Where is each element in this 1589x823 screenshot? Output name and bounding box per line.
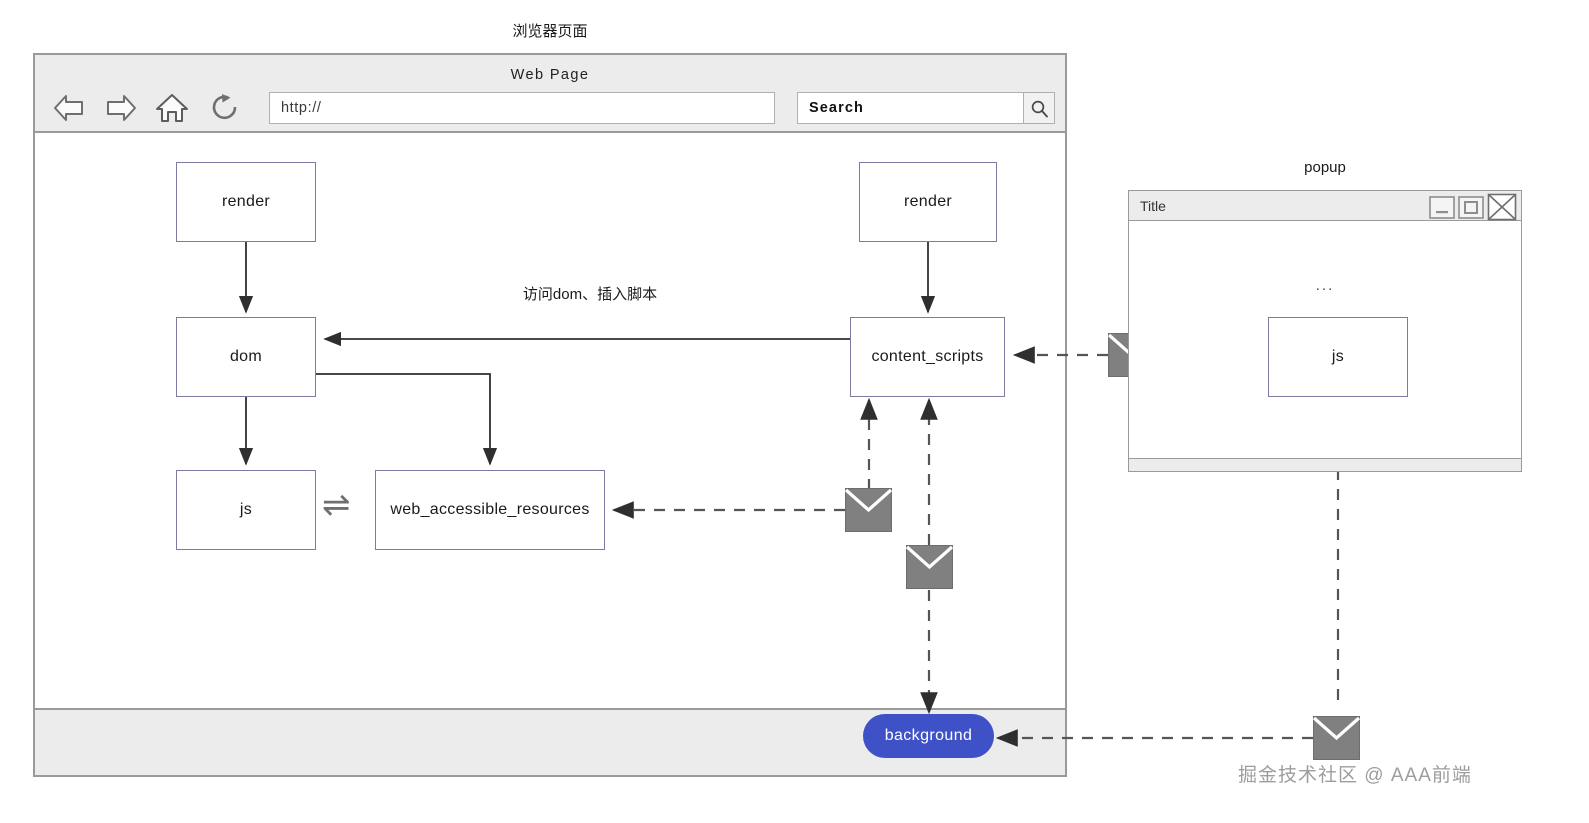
search-value: Search xyxy=(809,100,864,116)
url-value: http:// xyxy=(281,100,322,116)
popup-titlebar: Title xyxy=(1129,191,1521,221)
message-envelope-icon[interactable] xyxy=(1312,716,1361,760)
popup-caption: popup xyxy=(1304,159,1346,176)
maximize-icon[interactable] xyxy=(1458,195,1484,224)
message-envelope-icon[interactable] xyxy=(905,545,954,589)
close-icon[interactable] xyxy=(1487,193,1517,226)
node-popup-js[interactable]: js xyxy=(1268,317,1408,397)
search-input[interactable]: Search xyxy=(797,92,1055,124)
web-page-title: Web Page xyxy=(510,67,590,83)
node-render-right[interactable]: render xyxy=(859,162,997,242)
minimize-icon[interactable] xyxy=(1429,195,1455,224)
node-js[interactable]: js xyxy=(176,470,316,550)
node-render-left[interactable]: render xyxy=(176,162,316,242)
access-dom-label: 访问dom、插入脚本 xyxy=(522,286,658,303)
browser-toolbar: Web Page xyxy=(35,55,1065,133)
home-icon[interactable] xyxy=(154,91,190,125)
popup-ellipsis: ... xyxy=(1315,277,1335,294)
node-content-scripts[interactable]: content_scripts xyxy=(850,317,1005,397)
node-background[interactable]: background xyxy=(863,714,994,758)
browser-page-caption: 浏览器页面 xyxy=(512,23,588,40)
forward-arrow-icon[interactable] xyxy=(103,91,139,125)
back-arrow-icon[interactable] xyxy=(51,91,87,125)
watermark: 掘金技术社区 @ AAA前端 xyxy=(1238,765,1472,786)
message-envelope-icon[interactable] xyxy=(844,488,893,532)
popup-title-text: Title xyxy=(1140,197,1166,214)
search-icon[interactable] xyxy=(1023,93,1054,123)
reload-icon[interactable] xyxy=(208,91,244,125)
node-web-accessible-resources[interactable]: web_accessible_resources xyxy=(375,470,605,550)
url-input[interactable]: http:// xyxy=(269,92,775,124)
popup-window-controls xyxy=(1429,193,1517,226)
popup-statusbar xyxy=(1129,458,1521,471)
bidirectional-arrow-icon: ⇌ xyxy=(322,486,351,524)
node-dom[interactable]: dom xyxy=(176,317,316,397)
